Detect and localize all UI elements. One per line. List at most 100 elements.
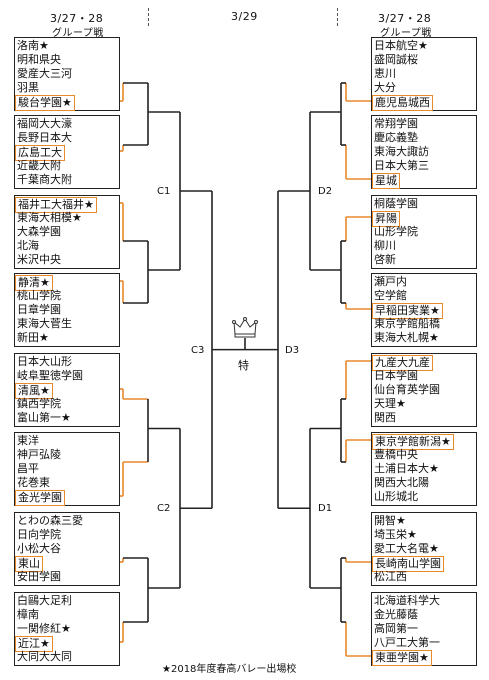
- left-group-box: とわの森三愛日向学院小松大谷東山安田学園: [14, 512, 120, 586]
- team-name-winner: 駿台学園★: [15, 95, 75, 111]
- round-label-c2: C2: [157, 503, 171, 514]
- team-name: 岐阜聖徳学園: [17, 369, 83, 382]
- center-date-header: 3/29: [231, 10, 258, 23]
- right-group-box: 開智★埼玉栄★愛工大名電★長崎南山学園松江西: [371, 512, 477, 586]
- team-name: 埼玉栄★: [374, 528, 417, 541]
- team-name: 仙台育英学園: [374, 383, 440, 396]
- team-name: 神戸弘陵: [17, 448, 61, 461]
- team-name: 明和県央: [17, 53, 61, 66]
- right-group-box: 瀬戸内空学館早稲田実業★東京学館船橋東海大札幌★: [371, 273, 477, 347]
- right-group-subheader: グループ戦: [380, 28, 432, 39]
- team-name: 東海大札幌★: [374, 331, 439, 344]
- round-label-d3: D3: [285, 345, 300, 356]
- team-name: 天理★: [374, 397, 406, 410]
- header-divider-left: [148, 8, 149, 26]
- team-name: 空学館: [374, 289, 407, 302]
- team-name: 大分: [374, 81, 396, 94]
- team-name-winner: 東山: [15, 556, 43, 572]
- team-name: 日本大山形: [17, 355, 72, 368]
- team-name: 白鷗大足利: [17, 594, 72, 607]
- team-name: 東京学館船橋: [374, 317, 440, 330]
- team-name: 一関修紅★: [17, 622, 71, 635]
- team-name: 東洋: [17, 434, 39, 447]
- left-group-box: 白鷗大足利樟南一関修紅★近江★大同大大同: [14, 592, 120, 666]
- team-name: 洛南★: [17, 39, 49, 52]
- team-name: 開智★: [374, 514, 406, 527]
- team-name: 近畿大附: [17, 159, 61, 172]
- round-label-d1: D1: [318, 503, 333, 514]
- team-name: 土浦日本大★: [374, 462, 439, 475]
- team-name: 啓新: [374, 253, 396, 266]
- team-name-winner: 金光学園: [15, 490, 65, 506]
- team-name: 慶応義塾: [374, 131, 418, 144]
- right-group-box: 九産大九産日本学園仙台育英学園天理★関西: [371, 353, 477, 427]
- team-name: 松江西: [374, 570, 407, 583]
- legend-footnote: ★2018年度春高バレー出場校: [162, 664, 297, 675]
- left-group-subheader: グループ戦: [52, 28, 104, 39]
- team-name: 北海道科学大: [374, 594, 440, 607]
- team-name: 桐蔭学園: [374, 197, 418, 210]
- team-name: 柳川: [374, 239, 396, 252]
- team-name: 金光藤蔭: [374, 608, 418, 621]
- team-name: 恵川: [374, 67, 396, 80]
- team-name: 富山第一★: [17, 411, 71, 424]
- team-name: 関西: [374, 411, 396, 424]
- team-name: 常翔学園: [374, 117, 418, 130]
- team-name: 大同大大同: [17, 650, 72, 663]
- left-group-box: 福岡大大濠長野日本大広島工大近畿大附千葉商大附: [14, 115, 120, 189]
- final-label: 特: [238, 359, 249, 372]
- team-name: 樟南: [17, 608, 39, 621]
- team-name: 高岡第一: [374, 622, 418, 635]
- team-name: 日本学園: [374, 369, 418, 382]
- team-name: 羽黒: [17, 81, 39, 94]
- team-name: 桃山学院: [17, 289, 61, 302]
- team-name: 小松大谷: [17, 542, 61, 555]
- team-name-winner: 福井工大福井★: [15, 197, 97, 213]
- team-name-winner: 静清★: [15, 275, 53, 291]
- team-name-winner: 九産大九産: [372, 355, 433, 371]
- team-name: 関西大北陽: [374, 476, 429, 489]
- team-name: 東海大相模★: [17, 211, 82, 224]
- team-name: 日章学園: [17, 303, 61, 316]
- left-group-box: 福井工大福井★東海大相模★大森学園北海米沢中央: [14, 195, 120, 269]
- team-name-winner: 清風★: [15, 383, 53, 399]
- team-name-winner: 広島工大: [15, 145, 65, 161]
- team-name: 鎮西学院: [17, 397, 61, 410]
- left-group-box: 東洋神戸弘陵昌平花巻東金光学園: [14, 432, 120, 506]
- team-name-winner: 鹿児島城西: [372, 95, 433, 111]
- round-label-d2: D2: [318, 186, 333, 197]
- team-name: 安田学園: [17, 570, 61, 583]
- right-date-header: 3/27・28: [378, 12, 432, 25]
- crown-icon: [232, 317, 258, 338]
- team-name: 昌平: [17, 462, 39, 475]
- team-name-winner: 昇陽: [372, 211, 400, 227]
- team-name: 米沢中央: [17, 253, 61, 266]
- round-label-c3: C3: [191, 345, 205, 356]
- team-name: 大森学園: [17, 225, 61, 238]
- team-name-winner: 星城: [372, 173, 400, 189]
- team-name-winner: 長崎南山学園: [372, 556, 444, 572]
- left-group-box: 洛南★明和県央愛産大三河羽黒駿台学園★: [14, 37, 120, 111]
- team-name: 瀬戸内: [374, 275, 407, 288]
- right-group-box: 東京学館新潟★豊橋中央土浦日本大★関西大北陽山形城北: [371, 432, 477, 506]
- team-name: 日本大第三: [374, 159, 429, 172]
- team-name-winner: 早稲田実業★: [372, 303, 443, 319]
- team-name: 盛岡誠桜: [374, 53, 418, 66]
- left-date-header: 3/27・28: [50, 12, 104, 25]
- team-name: 八戸工大第一: [374, 636, 440, 649]
- right-group-box: 日本航空★盛岡誠桜恵川大分鹿児島城西: [371, 37, 477, 111]
- team-name: 花巻東: [17, 476, 50, 489]
- team-name: 北海: [17, 239, 39, 252]
- header-divider-right: [337, 8, 338, 26]
- team-name: 千葉商大附: [17, 173, 72, 186]
- team-name-winner: 東京学館新潟★: [372, 434, 454, 450]
- team-name: 愛産大三河: [17, 67, 72, 80]
- team-name: 山形城北: [374, 490, 418, 503]
- team-name: とわの森三愛: [17, 514, 83, 527]
- round-label-c1: C1: [157, 186, 171, 197]
- team-name-winner: 近江★: [15, 636, 53, 652]
- team-name-winner: 東亜学園★: [372, 650, 432, 666]
- team-name: 東海大菅生: [17, 317, 72, 330]
- team-name: 山形学院: [374, 225, 418, 238]
